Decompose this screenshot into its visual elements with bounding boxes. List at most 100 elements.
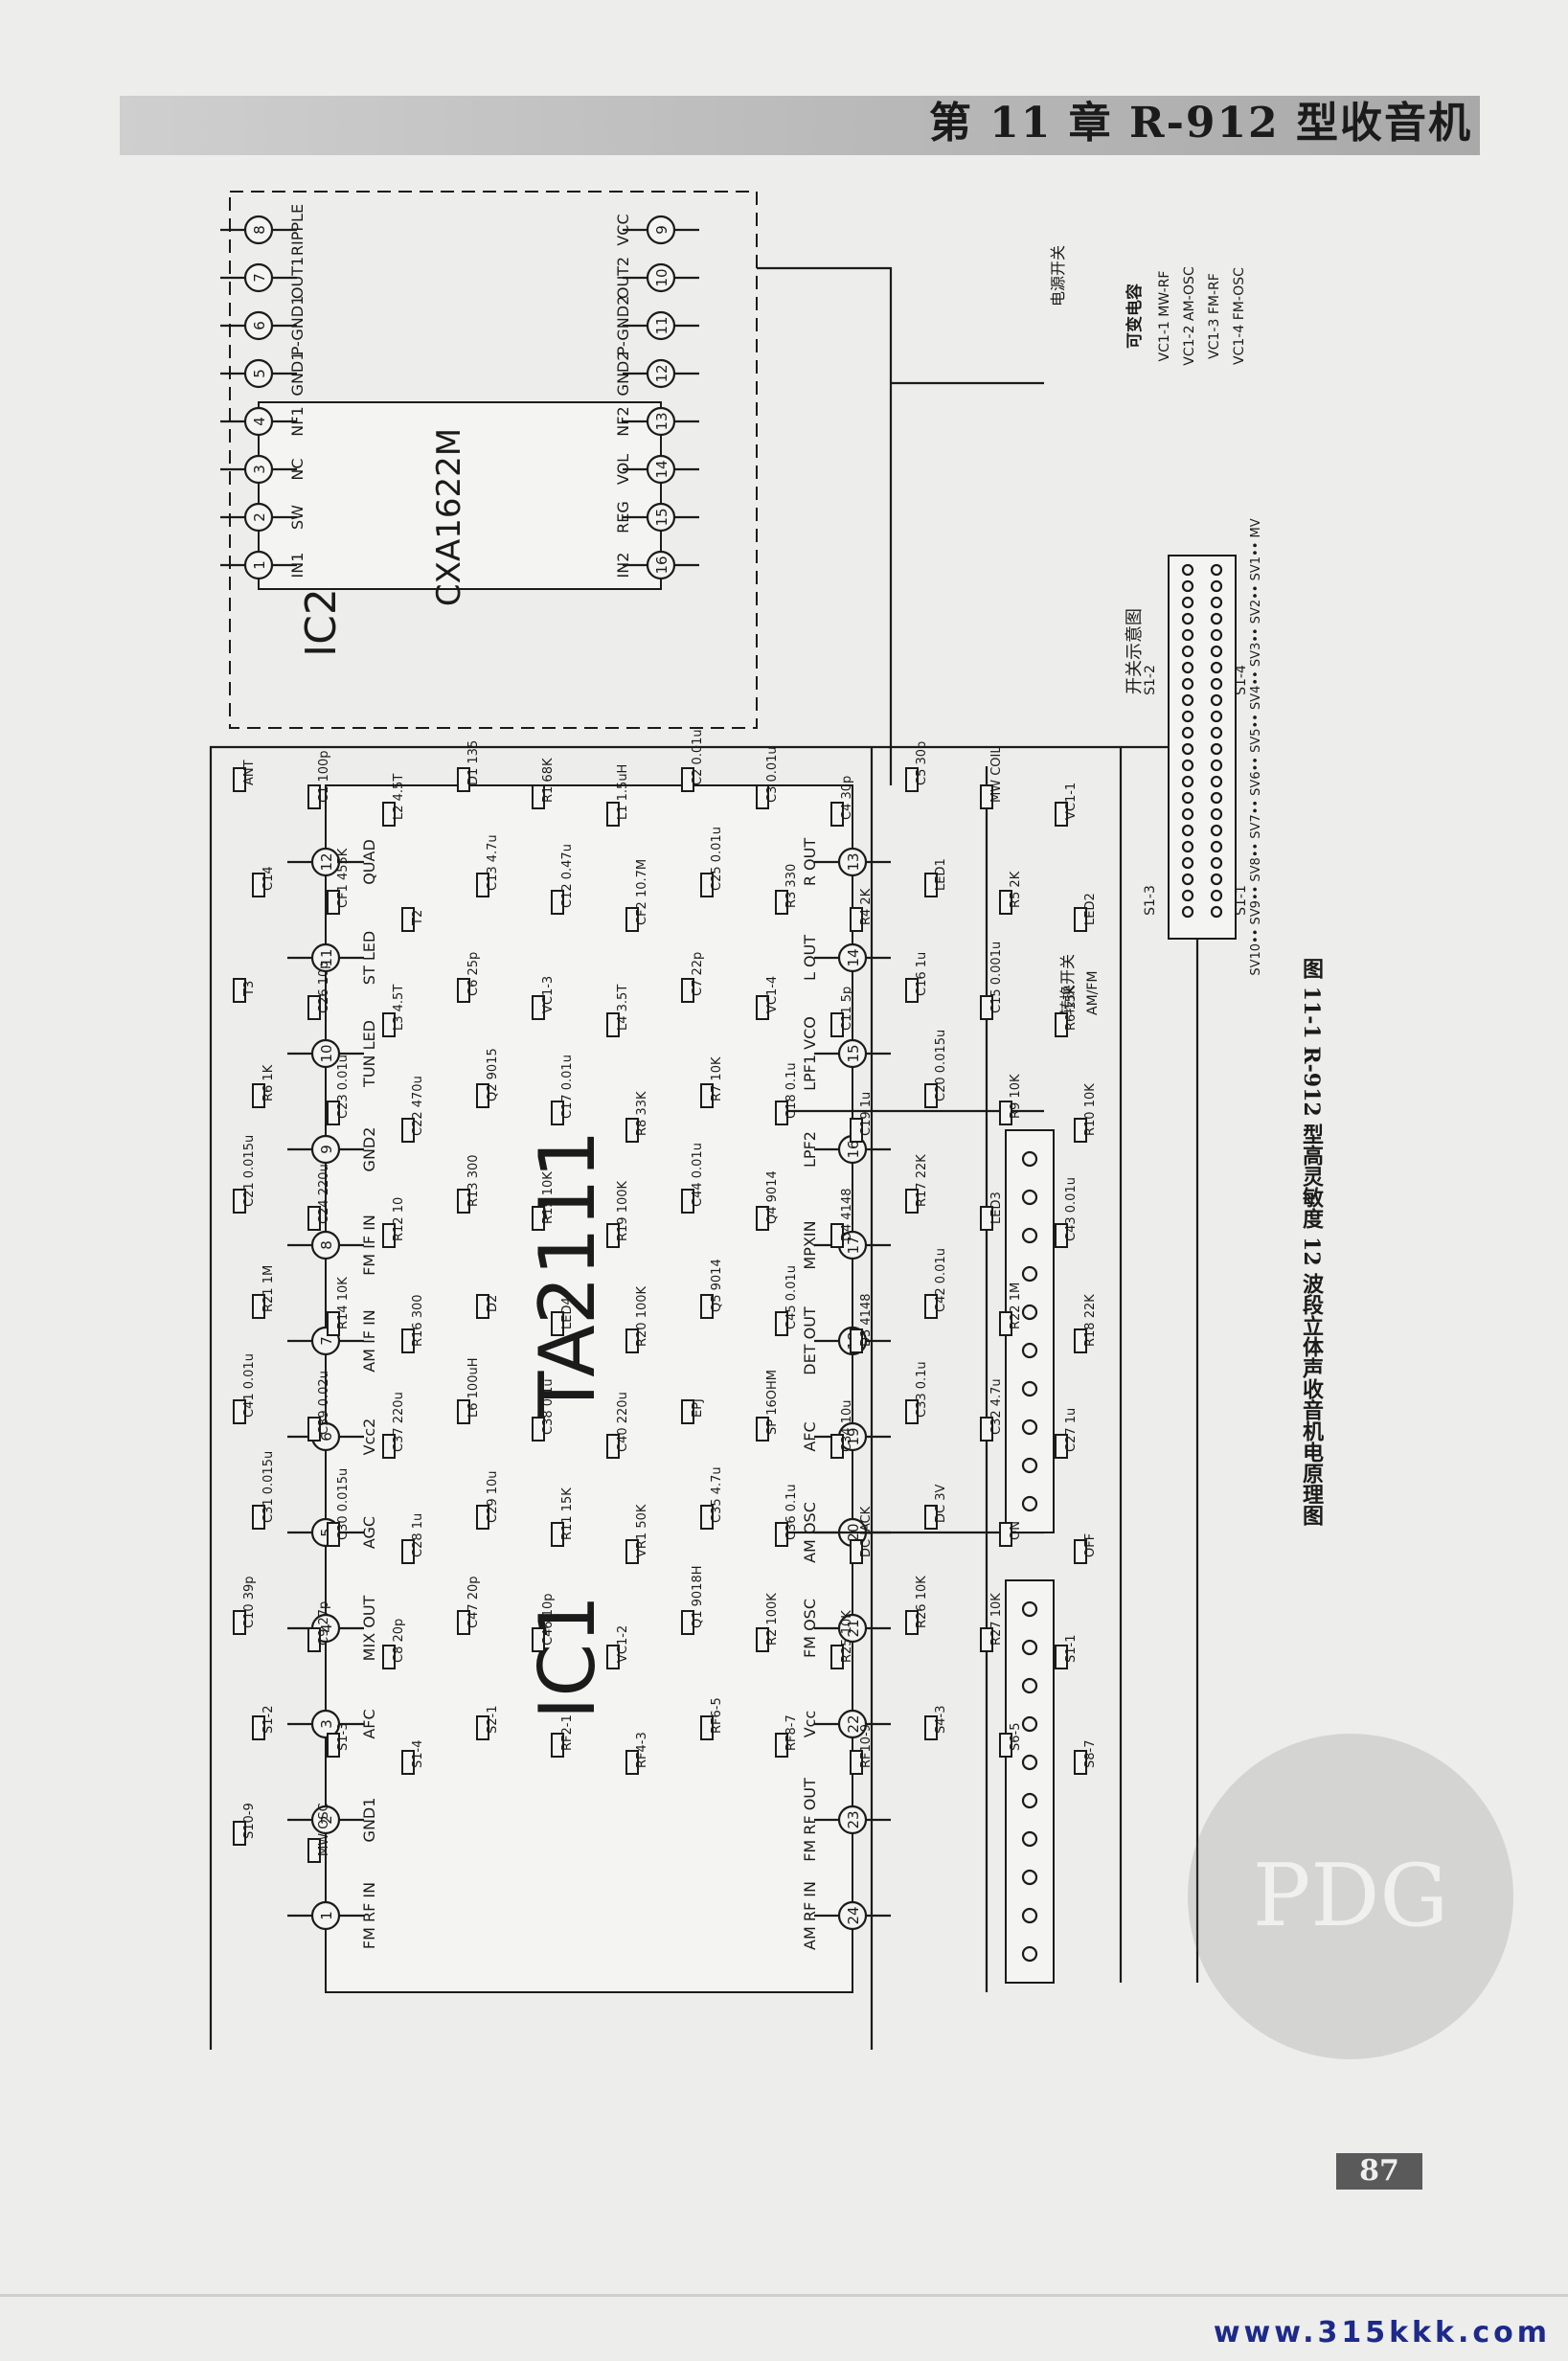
component-symbol: [1055, 1012, 1068, 1037]
component-label: C17 0.01u: [560, 1055, 575, 1119]
ic2-part: CXA1622M: [430, 428, 468, 606]
ic1-pin-label: R OUT: [801, 838, 819, 887]
component-symbol: [924, 873, 938, 897]
component-label: RF8-7: [784, 1714, 799, 1751]
component-symbol: [382, 1012, 396, 1037]
component-label: R19 100K: [616, 1180, 630, 1241]
switch-diagram-dot: [1181, 596, 1194, 609]
ic1-pin-number: 22: [845, 1714, 862, 1733]
component-label: DC 3V: [934, 1485, 948, 1523]
component-symbol: [476, 873, 489, 897]
ic1-pin: [837, 1613, 868, 1644]
component-label: C24 220u: [317, 1164, 331, 1224]
component-symbol: [233, 1399, 246, 1424]
ic2-pin-label: OUT2: [614, 257, 632, 299]
ic2-pin-number: 11: [653, 316, 670, 334]
component-symbol: [307, 1627, 321, 1652]
component-symbol: [905, 1610, 919, 1635]
component-symbol: [1074, 907, 1087, 932]
component-label: S4-3: [934, 1706, 948, 1735]
component-symbol: [233, 978, 246, 1003]
ic1-pin: [310, 1805, 341, 1835]
component-symbol: [830, 1223, 844, 1248]
ic1-pin-number: 16: [845, 1140, 862, 1158]
component-label: LED3: [989, 1192, 1004, 1224]
variable-cap-entry: VC1-4 FM-OSC: [1232, 267, 1247, 365]
component-symbol: [327, 1522, 340, 1547]
ic2-pin-label: NC: [288, 458, 307, 480]
component-symbol: [401, 907, 415, 932]
ic2-pin-label: GND2: [614, 352, 632, 397]
component-label: C29 10u: [486, 1470, 500, 1523]
component-label: R17 22K: [915, 1154, 929, 1207]
chapter-header-band: [120, 96, 1480, 155]
ic2-pin: [243, 406, 274, 437]
ic2-pin-label: REG: [614, 501, 632, 533]
component-label: EPJ: [691, 1398, 705, 1418]
ic2-pin: [243, 550, 274, 580]
component-label: C13 4.7u: [486, 834, 500, 891]
component-label: C23 0.01u: [336, 1055, 351, 1119]
switch-contact: [1021, 1380, 1038, 1397]
component-label: C47 20p: [466, 1576, 481, 1628]
component-symbol: [1055, 1645, 1068, 1669]
ic1-pin-label: AGC: [360, 1516, 378, 1549]
component-symbol: [1074, 1750, 1087, 1775]
ic1-pin-label: FM RF OUT: [801, 1778, 819, 1862]
component-label: Q1 9018H: [691, 1566, 705, 1629]
switch-diagram-dot: [1181, 742, 1194, 756]
ic2-pin-label: IN1: [288, 553, 307, 579]
component-label: C21 0.015u: [242, 1135, 257, 1207]
switch-diagram-dot: [1181, 628, 1194, 642]
ic1-pin-label: L OUT: [801, 935, 819, 981]
switch-diagram-dot: [1181, 873, 1194, 886]
component-label: ANT: [242, 760, 257, 785]
component-label: C46 10p: [541, 1593, 556, 1646]
component-label: VC1-1: [1064, 783, 1079, 820]
component-symbol: [681, 1399, 694, 1424]
switch-contact: [1021, 1227, 1038, 1244]
component-symbol: [401, 1328, 415, 1353]
component-symbol: [830, 1645, 844, 1669]
component-label: R1 68K: [541, 758, 556, 803]
ic2-pin-number: 14: [653, 460, 670, 478]
component-label: R26 10K: [915, 1576, 929, 1628]
ic2-pin-number: 12: [653, 364, 670, 382]
ic1-pin-label: GND1: [360, 1798, 378, 1843]
component-label: C31 0.015u: [261, 1451, 276, 1523]
switch-diagram-dot: [1210, 856, 1223, 870]
ic2-pin-label: VOL: [614, 454, 632, 485]
ic1-pin-label: MPXIN: [801, 1220, 819, 1269]
component-label: C32 4.7u: [989, 1378, 1004, 1435]
ic1-pin-number: 4: [318, 1623, 335, 1633]
variable-cap-title: 可变电容: [1125, 284, 1145, 349]
switch-diagram-dot: [1181, 759, 1194, 772]
component-label: RF2-1: [560, 1714, 575, 1751]
ic1-part: TA2111: [523, 1130, 612, 1419]
component-symbol: [382, 1434, 396, 1459]
component-symbol: [382, 802, 396, 827]
component-symbol: [775, 1311, 788, 1336]
ic2-name: IC2: [297, 588, 346, 657]
component-label: R12 10: [392, 1197, 406, 1241]
component-label: R9 10K: [1009, 1074, 1023, 1119]
component-symbol: [999, 1733, 1012, 1758]
component-symbol: [476, 1505, 489, 1530]
component-label: S1-1: [1064, 1635, 1079, 1664]
component-symbol: [307, 784, 321, 809]
component-label: C3 0.01u: [765, 746, 780, 803]
ic2-pin-number: 4: [251, 417, 268, 426]
switch-contact: [1021, 1304, 1038, 1321]
component-symbol: [307, 1206, 321, 1231]
component-symbol: [756, 995, 769, 1020]
component-symbol: [700, 1083, 714, 1108]
component-label: D3 4148: [859, 1294, 874, 1348]
component-symbol: [999, 1311, 1012, 1336]
component-label: R22 1M: [1009, 1283, 1023, 1329]
switch-diagram-dot: [1210, 645, 1223, 658]
ic2-pin: [243, 502, 274, 533]
component-label: RF6-5: [710, 1697, 724, 1734]
ic1-pin-label: DET OUT: [801, 1306, 819, 1375]
